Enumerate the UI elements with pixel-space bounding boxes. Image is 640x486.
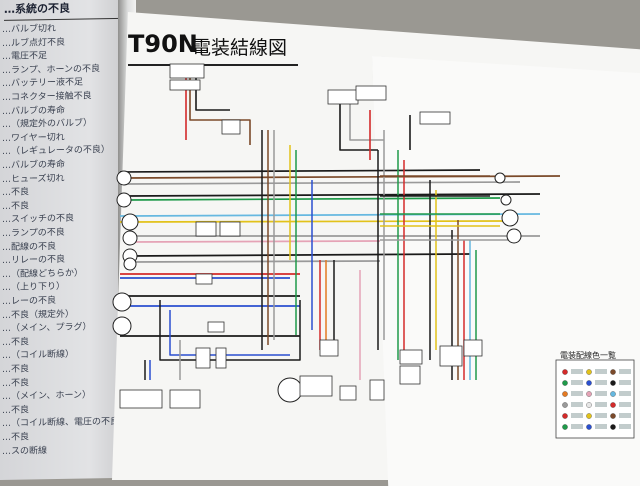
connector-block xyxy=(319,339,339,357)
connector-block xyxy=(399,349,423,365)
legend-label-mark xyxy=(595,380,607,385)
legend-color-dot xyxy=(610,380,616,386)
connector-block xyxy=(439,345,463,367)
connector-block xyxy=(195,221,217,237)
legend-label-mark xyxy=(595,413,607,418)
connector-block xyxy=(299,375,333,397)
lamp-symbol xyxy=(123,257,137,271)
wire xyxy=(129,240,381,243)
legend-label-mark xyxy=(571,369,583,374)
legend-color-dot xyxy=(562,413,568,419)
connector-block xyxy=(169,63,205,79)
legend-color-dot xyxy=(562,391,568,397)
wire xyxy=(119,197,501,201)
legend-label-mark xyxy=(571,413,583,418)
wire xyxy=(195,78,230,111)
wire xyxy=(119,175,561,179)
lamp-symbol xyxy=(494,172,506,184)
connector-block xyxy=(369,379,385,401)
lamp-symbol xyxy=(500,194,512,206)
legend-color-dot xyxy=(562,380,568,386)
color-legend-table xyxy=(555,359,635,439)
legend-label-mark xyxy=(571,424,583,429)
wire xyxy=(169,310,290,356)
legend-color-dot xyxy=(586,402,592,408)
wire xyxy=(119,169,481,173)
lamp-symbol xyxy=(116,170,132,186)
lamp-symbol xyxy=(506,228,522,244)
legend-label-mark xyxy=(571,391,583,396)
wire xyxy=(339,90,378,151)
legend-label-mark xyxy=(619,369,631,374)
legend-title: 電装配線色一覧 xyxy=(560,351,616,360)
legend-label-mark xyxy=(619,424,631,429)
connector-block xyxy=(221,119,241,135)
wire xyxy=(129,260,381,263)
legend-color-dot xyxy=(610,402,616,408)
wire-harness xyxy=(119,78,561,380)
legend-color-dot xyxy=(586,424,592,430)
lamp-symbol xyxy=(116,192,132,208)
diagram-title: 電装結線図 xyxy=(192,37,288,59)
legend-label-mark xyxy=(571,380,583,385)
legend-color-dot xyxy=(610,413,616,419)
connector-block xyxy=(419,111,451,125)
wire xyxy=(159,300,301,361)
connector-block xyxy=(399,365,421,385)
legend-label-mark xyxy=(571,402,583,407)
connector-block xyxy=(463,339,483,357)
connector-block xyxy=(327,89,359,105)
model-code: T90N xyxy=(128,30,198,58)
legend-color-dot xyxy=(586,380,592,386)
wire xyxy=(119,181,521,185)
legend-label-mark xyxy=(595,424,607,429)
legend-label-mark xyxy=(595,369,607,374)
wire xyxy=(129,253,471,257)
components xyxy=(112,63,522,409)
lamp-symbol xyxy=(121,213,139,231)
horn-symbol xyxy=(277,377,303,403)
legend-color-dot xyxy=(610,369,616,375)
connector-block xyxy=(169,79,201,91)
connector-block xyxy=(195,273,213,285)
legend-color-dot xyxy=(586,413,592,419)
legend-label-mark xyxy=(595,391,607,396)
legend-color-dot xyxy=(562,402,568,408)
connector-block xyxy=(219,221,241,237)
wire xyxy=(189,78,251,145)
lamp-symbol xyxy=(501,209,519,227)
lamp-symbol xyxy=(112,316,132,336)
legend-color-dot xyxy=(586,369,592,375)
connector-block xyxy=(339,385,357,401)
wire xyxy=(349,95,384,141)
legend-label-mark xyxy=(619,391,631,396)
title-underline xyxy=(128,64,298,66)
legend-label-mark xyxy=(619,402,631,407)
legend-color-dot xyxy=(562,424,568,430)
connector-block xyxy=(355,85,387,101)
connector-block xyxy=(215,347,227,369)
connector-block xyxy=(207,321,225,333)
legend-color-dot xyxy=(610,424,616,430)
wire xyxy=(119,193,541,197)
legend-label-mark xyxy=(595,402,607,407)
lamp-symbol xyxy=(122,230,138,246)
connector-block xyxy=(119,389,163,409)
legend-label-mark xyxy=(619,380,631,385)
legend-color-dot xyxy=(586,391,592,397)
lamp-symbol xyxy=(112,292,132,312)
connector-block xyxy=(195,347,211,369)
legend-color-dot xyxy=(610,391,616,397)
legend-color-dot xyxy=(562,369,568,375)
connector-block xyxy=(169,389,201,409)
legend-label-mark xyxy=(619,413,631,418)
